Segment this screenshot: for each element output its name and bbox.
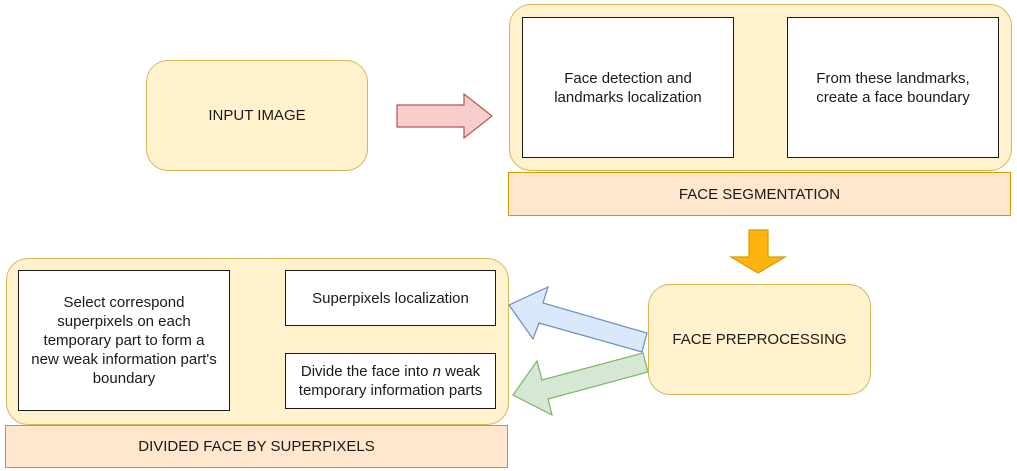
face-boundary-text: From these landmarks, create a face boun… bbox=[816, 69, 970, 106]
arrow-preprocessing-to-divide bbox=[512, 352, 649, 417]
select-superpixels-text: Select correspond superpixels on each te… bbox=[31, 294, 217, 387]
face-boundary-step: From these landmarks, create a face boun… bbox=[787, 17, 999, 158]
face-segmentation-label-bar: FACE SEGMENTATION bbox=[508, 172, 1011, 216]
face-segmentation-label: FACE SEGMENTATION bbox=[678, 185, 841, 203]
arrow-segmentation-to-preprocessing bbox=[728, 229, 788, 274]
superpixels-label-bar: DIVIDED FACE BY SUPERPIXELS bbox=[5, 425, 508, 468]
superpixels-label: DIVIDED FACE BY SUPERPIXELS bbox=[138, 438, 375, 455]
divide-face-prefix: Divide the face into bbox=[300, 363, 433, 380]
input-image-node: INPUT IMAGE bbox=[146, 60, 368, 171]
face-preprocessing-label: FACE PREPROCESSING bbox=[672, 331, 847, 348]
face-detection-step: Face detection and landmarks localizatio… bbox=[522, 17, 734, 158]
superpixels-localization-text: Superpixels localization bbox=[312, 289, 469, 307]
arrow-input-to-segmentation bbox=[396, 92, 493, 140]
superpixels-localization-step: Superpixels localization bbox=[285, 270, 496, 326]
face-detection-text: Face detection and landmarks localizatio… bbox=[554, 69, 702, 106]
divide-face-n: n bbox=[432, 363, 441, 380]
divide-face-text: Divide the face into n weak temporary in… bbox=[290, 362, 491, 400]
divide-face-suffix: weak temporary information parts bbox=[298, 363, 483, 399]
input-image-label: INPUT IMAGE bbox=[208, 107, 306, 124]
arrow-preprocessing-to-localization bbox=[508, 285, 648, 353]
select-superpixels-step: Select correspond superpixels on each te… bbox=[18, 270, 230, 411]
divide-face-step: Divide the face into n weak temporary in… bbox=[285, 353, 496, 409]
face-preprocessing-node: FACE PREPROCESSING bbox=[648, 284, 871, 395]
